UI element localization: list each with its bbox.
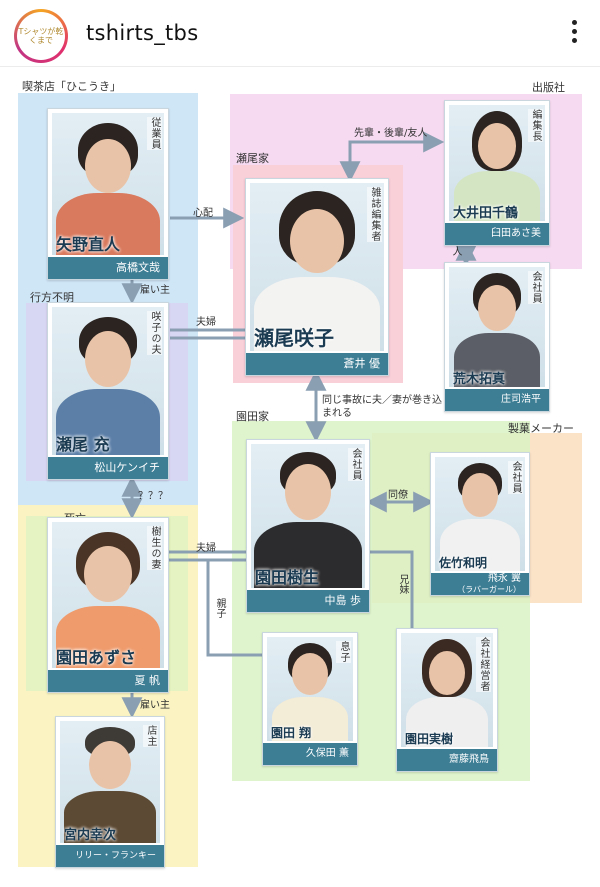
character-card-araki[interactable]: 会社員 荒木拓真 庄司浩平: [444, 262, 550, 412]
character-role: 編集長: [528, 109, 543, 142]
character-name: 宮内幸次: [64, 824, 116, 843]
character-name: 園田実樹: [405, 730, 453, 747]
actor-name: 夏 帆: [48, 670, 168, 692]
character-role: 樹生の妻: [147, 526, 162, 570]
actor-name: 中島 歩: [247, 590, 369, 612]
actor-name: 松山ケンイチ: [48, 457, 168, 479]
relation-label-yatoinushi-2: 雇い主: [140, 696, 170, 711]
character-name: 大井田千鶴: [453, 202, 518, 221]
character-name: 園田あずさ: [56, 644, 136, 668]
character-role: 店主: [143, 725, 158, 747]
character-role: 会社員: [508, 461, 523, 494]
relation-label-senpai-kohai: 先輩・後輩/友人: [354, 124, 427, 139]
character-name: 佐竹和明: [439, 554, 487, 571]
relation-label-shinpai: 心配: [193, 204, 213, 219]
relation-label-unknown: ？？？: [138, 487, 168, 502]
character-card-sonoda-itsuki[interactable]: 会社員 園田樹生 中島 歩: [246, 439, 370, 613]
character-card-satake[interactable]: 会社員 佐竹和明 飛永 翼 （ラバーガール）: [430, 452, 530, 596]
character-role: 会社経営者: [476, 637, 491, 692]
character-role: 従業員: [147, 117, 162, 150]
character-name: 園田 翔: [271, 724, 311, 741]
avatar-logo: Tシャツが乾くまで: [17, 12, 65, 60]
character-role: 咲子の夫: [147, 311, 162, 355]
more-options-icon[interactable]: [572, 20, 578, 48]
profile-username[interactable]: tshirts_tbs: [86, 21, 198, 45]
character-name: 矢野直人: [56, 231, 120, 255]
character-role: 会社員: [528, 271, 543, 304]
character-card-oida[interactable]: 編集長 大井田千鶴 臼田あさ美: [444, 100, 550, 246]
relation-label-yatoinushi-1: 雇い主: [140, 281, 170, 296]
group-label-seo-ke: 瀬尾家: [236, 150, 269, 166]
post-header: Tシャツが乾くまで tshirts_tbs: [0, 0, 600, 67]
actor-name: 高橋文哉: [48, 257, 168, 279]
character-role: 会社員: [348, 448, 363, 481]
actor-note: （ラバーガール）: [433, 584, 521, 595]
group-label-seizou-maker: 製菓メーカー: [508, 420, 574, 436]
actor-name: 臼田あさ美: [445, 223, 549, 245]
group-label-sonoda-ke: 園田家: [236, 408, 269, 424]
actor-name: 齋藤飛鳥: [397, 749, 497, 771]
actor-name-main: 飛永 翼: [431, 573, 521, 584]
actor-name: 庄司浩平: [445, 389, 549, 411]
relation-label-onaji-jiko: 同じ事故に夫／妻が巻き込まれる: [322, 394, 442, 420]
profile-avatar[interactable]: Tシャツが乾くまで: [14, 9, 68, 63]
character-name: 瀬尾咲子: [254, 322, 334, 351]
character-card-sonoda-azusa[interactable]: 樹生の妻 園田あずさ 夏 帆: [47, 517, 169, 693]
relation-label-oyako: 親子: [212, 598, 227, 618]
relation-label-kyoudai: 兄妹: [395, 574, 410, 594]
character-card-seo-mitsuru[interactable]: 咲子の夫 瀬尾 充 松山ケンイチ: [47, 302, 169, 480]
group-label-kissaten: 喫茶店「ひこうき」: [22, 78, 121, 94]
character-name: 荒木拓真: [453, 368, 505, 387]
relation-label-fuufu-sonoda: 夫婦: [196, 539, 216, 554]
character-role: 息子: [336, 641, 351, 663]
character-card-seo-sakiko[interactable]: 雑誌編集者 瀬尾咲子 蒼井 優: [245, 178, 389, 376]
actor-name: リリー・フランキー: [56, 845, 164, 867]
actor-name: 久保田 薫: [263, 743, 357, 765]
character-card-miyauchi[interactable]: 店主 宮内幸次 リリー・フランキー: [55, 716, 165, 868]
actor-name: 飛永 翼 （ラバーガール）: [431, 573, 529, 595]
character-card-yano[interactable]: 従業員 矢野直人 高橋文哉: [47, 108, 169, 280]
group-label-shuppansha: 出版社: [532, 79, 565, 95]
character-role: 雑誌編集者: [367, 187, 382, 242]
character-card-sonoda-miki[interactable]: 会社経営者 園田実樹 齋藤飛鳥: [396, 628, 498, 772]
relation-label-douryou: 同僚: [388, 486, 408, 501]
character-name: 瀬尾 充: [56, 431, 110, 455]
actor-name: 蒼井 優: [246, 353, 388, 375]
character-card-sonoda-sho[interactable]: 息子 園田 翔 久保田 薫: [262, 632, 358, 766]
relation-label-fuufu-seo: 夫婦: [196, 313, 216, 328]
character-name: 園田樹生: [255, 564, 319, 588]
